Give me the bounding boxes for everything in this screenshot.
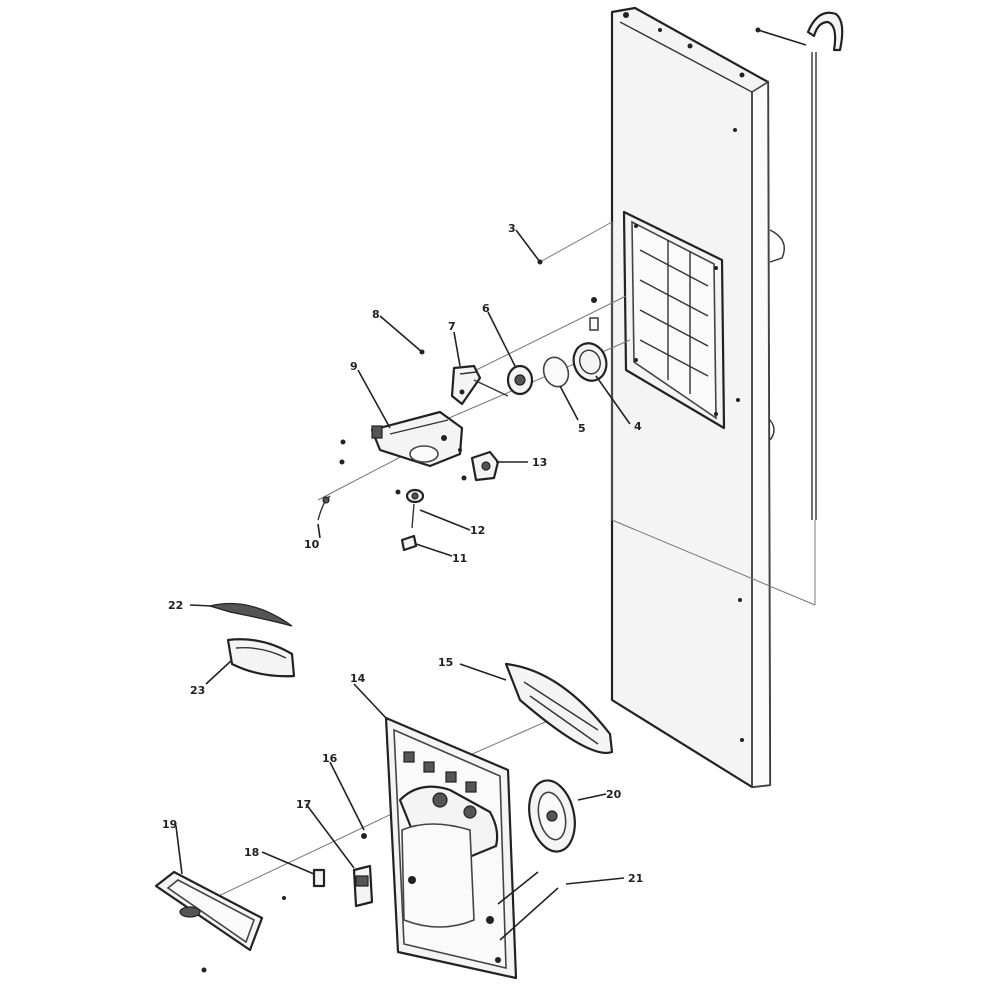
solenoid-housing [370, 410, 464, 468]
ring-part [572, 342, 608, 382]
small-clip-part [282, 868, 326, 900]
round-cover-part [528, 779, 576, 853]
drip-tray-part [226, 638, 296, 678]
callout-9: 9 [350, 360, 358, 373]
solenoid-screws [339, 439, 467, 495]
callout-16: 16 [322, 752, 338, 765]
dispenser-housing [384, 716, 518, 980]
door-trim-strip [755, 11, 844, 520]
bracket-part [450, 364, 482, 406]
o-ring-part [542, 356, 570, 388]
cam-part [506, 364, 534, 396]
callout-14: 14 [350, 672, 366, 685]
callout-6: 6 [482, 302, 490, 315]
switch-part [470, 450, 500, 482]
callout-18: 18 [244, 846, 259, 859]
callout-12: 12 [470, 524, 485, 537]
spring-clip-part [317, 495, 331, 521]
dispenser-cavity [622, 210, 726, 430]
screw-part [400, 534, 418, 552]
callout-22: 22 [168, 599, 183, 612]
bushing-part [405, 488, 425, 529]
callout-21: 21 [628, 872, 643, 885]
callout-4: 4 [634, 420, 642, 433]
light-cover-part [154, 870, 264, 973]
louver-part [189, 602, 293, 627]
actuator-part [352, 833, 374, 908]
callout-13: 13 [532, 456, 547, 469]
callout-17: 17 [296, 798, 311, 811]
callout-7: 7 [448, 320, 456, 333]
callout-23: 23 [190, 684, 205, 697]
callout-19: 19 [162, 818, 177, 831]
callout-20: 20 [606, 788, 622, 801]
callout-3: 3 [508, 222, 516, 235]
callout-15: 15 [438, 656, 453, 669]
callout-8: 8 [372, 308, 380, 321]
callout-11: 11 [452, 552, 467, 565]
callout-10: 10 [304, 538, 320, 551]
callout-5: 5 [578, 422, 586, 435]
leader-lines [175, 229, 631, 941]
side-trim-part [504, 662, 614, 754]
